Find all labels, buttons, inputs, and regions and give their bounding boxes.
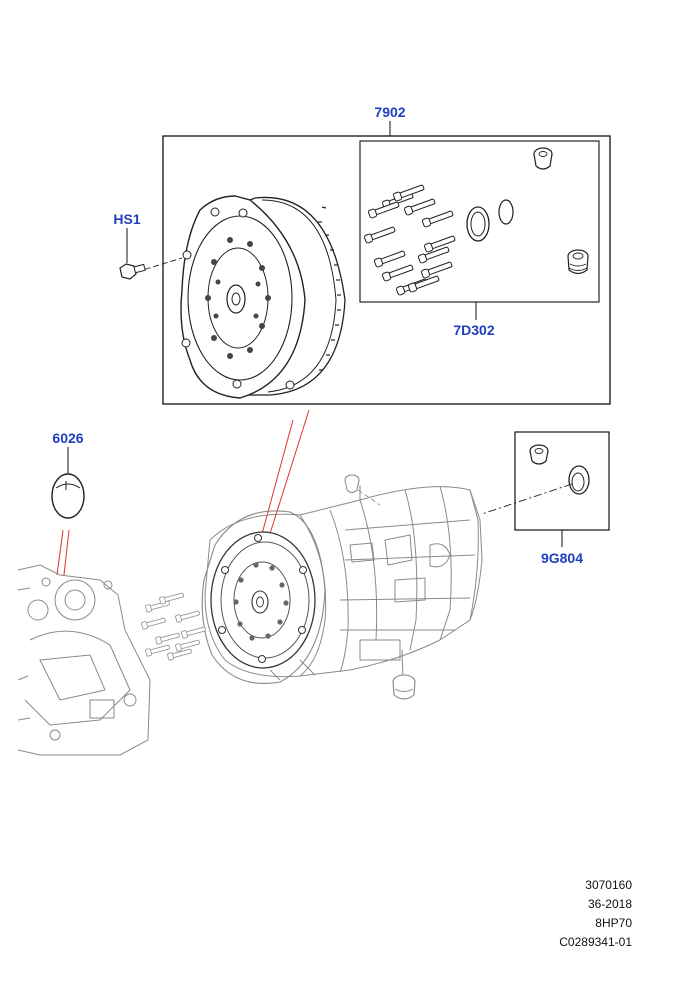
transmission-bolts <box>140 590 207 661</box>
date-code: 36-2018 <box>587 897 632 911</box>
dash-leader-plug <box>481 483 573 515</box>
callout-6026[interactable]: 6026 <box>52 430 83 446</box>
ref-number: 3070160 <box>585 878 632 892</box>
transmission-bottom-plug <box>392 674 416 700</box>
engine-block <box>17 564 151 756</box>
converter-lugs <box>181 207 295 390</box>
torque-converter[interactable] <box>180 195 346 399</box>
model-code: 8HP70 <box>595 916 632 930</box>
red-leader-seal <box>56 529 70 576</box>
torque-converter-box <box>162 135 611 405</box>
seal-6026[interactable] <box>51 473 85 519</box>
red-leader-converter <box>258 409 310 546</box>
diagram-info: 3070160 36-2018 8HP70 C0289341-01 <box>559 876 632 952</box>
transmission-bellhousing <box>201 510 326 685</box>
drawing-number: C0289341-01 <box>559 935 632 949</box>
transmission-top-plug <box>344 474 360 493</box>
transmission-assembly <box>204 485 483 681</box>
callout-HS1[interactable]: HS1 <box>113 211 140 227</box>
plug-kit-seal <box>568 465 590 495</box>
transmission-flexplate <box>210 531 316 669</box>
dash-top-plug <box>357 489 381 506</box>
bolt-kit-box <box>359 140 600 303</box>
kit-o-rings <box>466 199 514 242</box>
kit-plug-top <box>533 147 553 170</box>
hs1-bolt[interactable] <box>119 257 183 280</box>
kit-plug-bottom <box>567 249 589 275</box>
plug-kit-box <box>514 431 610 531</box>
converter-teeth <box>318 206 341 371</box>
converter-bolt-holes <box>205 237 271 359</box>
callout-7D302[interactable]: 7D302 <box>453 322 494 338</box>
callout-9G804[interactable]: 9G804 <box>541 550 583 566</box>
plug-kit-plug <box>529 444 549 465</box>
callout-7902[interactable]: 7902 <box>374 104 405 120</box>
kit-bolts <box>363 182 457 296</box>
